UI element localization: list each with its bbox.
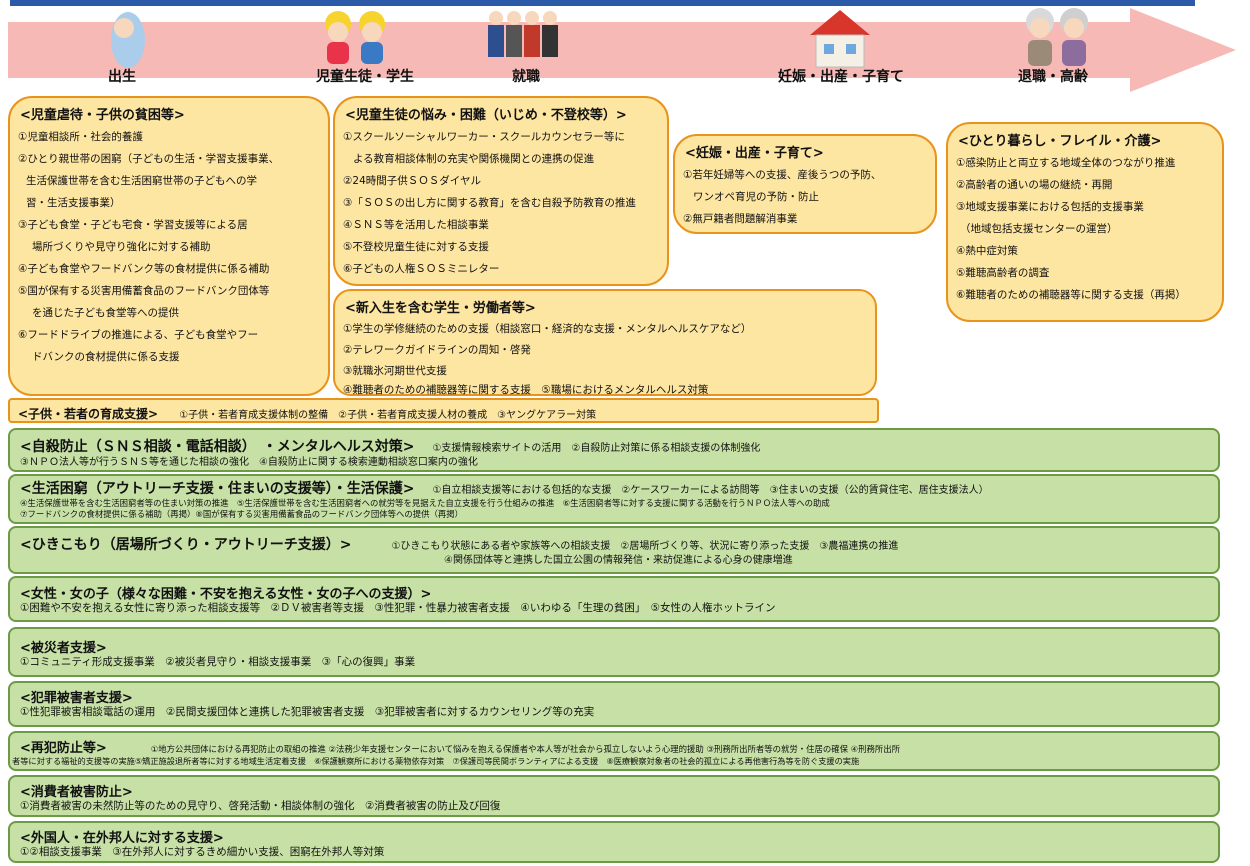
box-title: <妊娠・出産・子育て> [685,146,824,161]
row-title: <女性・女の子（様々な困難・不安を抱える女性・女の子への支援）> [20,587,432,602]
child-abuse-poverty-box: <児童虐待・子供の貧困等> ①児童相談所・社会的養護 ②ひとり親世帯の困窮（子ど… [8,96,330,396]
list-item: ②テレワークガイドラインの周知・啓発 [343,344,531,356]
list-item: ①感染防止と両立する地域全体のつながり推進 [956,157,1176,169]
disaster-victims-row: <被災者支援> ①コミュニティ形成支援事業 ②被災者見守り・相談支援事業 ③「心… [8,627,1220,677]
row-line: ④生活保護世帯を含む生活困窮者等の住まい対策の推進 ⑤生活保護世帯を含む生活困窮… [20,498,830,508]
stage-birth-label: 出生 [108,69,136,85]
list-item: ドバンクの食材提供に係る支援 [32,351,180,363]
row-text: ①子供・若者育成支援体制の整備 ②子供・若者育成支援人材の養成 ③ヤングケアラー… [179,410,597,421]
row-line: ④関係団体等と連携した国立公園の情報発信・来訪促進による心身の健康増進 [444,555,793,566]
row-line: ①性犯罪被害相談電話の運用 ②民間支援団体と連携した犯罪被害者支援 ③犯罪被害者… [20,706,595,718]
students-workers-box: <新入生を含む学生・労働者等> ①学生の学修継続のための支援（相談窓口・経済的な… [333,289,877,396]
list-item: よる教育相談体制の充実や関係機関との連携の促進 [353,153,595,165]
row-title: <再犯防止等>①地方公共団体における再犯防止の取組の推進 ②法務少年支援センター… [20,741,901,756]
elderly-care-box: <ひとり暮らし・フレイル・介護> ①感染防止と両立する地域全体のつながり推進 ②… [946,122,1224,322]
row-inline-text: ①自立相談支援等における包括的な支援 ②ケースワーカーによる訪問等 ③住まいの支… [432,485,989,496]
list-item: （地域包括支援センターの運営） [960,223,1118,235]
list-item: ③「ＳＯＳの出し方に関する教育」を含む自殺予防教育の推進 [343,197,636,209]
list-item: ①児童相談所・社会的養護 [18,131,143,143]
list-item: を通じた子ども食堂等への提供 [32,307,179,319]
row-title: <生活困窮（アウトリーチ支援・住まいの支援等）・生活保護>①自立相談支援等におけ… [20,481,989,497]
consumer-protection-row: <消費者被害防止> ①消費者被害の未然防止等のための見守り、啓発活動・相談体制の… [8,775,1220,817]
elderly-figure [1026,8,1088,66]
pregnancy-childrearing-box: <妊娠・出産・子育て> ①若年妊婦等への支援、産後うつの予防、 ワンオペ育児の予… [673,134,937,234]
list-item: ④ＳＮＳ等を活用した相談事業 [343,219,489,231]
row-inline-text: ①ひきこもり状態にある者や家族等への相談支援 ②居場所づくり等、状況に寄り添った… [391,541,899,552]
foreign-residents-row: <外国人・在外邦人に対する支援> ①②相談支援事業 ③在外邦人に対するきめ細かい… [8,821,1220,863]
row-title: <被災者支援> [20,641,107,656]
list-item: ②無戸籍者問題解消事業 [683,213,798,225]
stage-employment-label: 就職 [512,69,540,85]
children-figure [325,11,385,64]
list-item: ③地域支援事業における包括的支援事業 [956,201,1144,213]
row-line: ①消費者被害の未然防止等のための見守り、啓発活動・相談体制の強化 ②消費者被害の… [20,800,501,812]
list-item: 場所づくりや見守り強化に対する補助 [32,241,211,253]
workers-figure [488,11,558,57]
list-item: ⑤難聴高齢者の調査 [956,267,1050,279]
suicide-prevention-row: <自殺防止（ＳＮＳ相談・電話相談） ・メンタルヘルス対策>①支援情報検索サイトの… [8,428,1220,472]
list-item: ⑤不登校児童生徒に対する支援 [343,241,489,253]
box-title: <児童虐待・子供の貧困等> [20,108,185,123]
list-item: ④熱中症対策 [956,245,1018,257]
life-stage-arrow [8,8,1236,92]
box-title: <児童生徒の悩み・困難（いじめ・不登校等）> [345,108,627,123]
list-item: ⑤国が保有する災害用備蓄食品のフードバンク団体等 [18,285,270,297]
list-item: ④子ども食堂やフードバンク等の食材提供に係る補助 [18,263,270,275]
row-inline-text: ①支援情報検索サイトの活用 ②自殺防止対策に係る相談支援の体制強化 [432,443,761,454]
baby-figure [111,12,145,68]
house-figure [810,10,870,68]
top-rule [10,0,1195,6]
list-item: ②高齢者の通いの場の継続・再開 [956,179,1113,191]
poverty-support-row: <生活困窮（アウトリーチ支援・住まいの支援等）・生活保護>①自立相談支援等におけ… [8,474,1220,524]
youth-development-row: <子供・若者の育成支援> ①子供・若者育成支援体制の整備 ②子供・若者育成支援人… [8,398,879,423]
stage-student-label: 児童生徒・学生 [316,69,414,85]
crime-victims-row: <犯罪被害者支援> ①性犯罪被害相談電話の運用 ②民間支援団体と連携した犯罪被害… [8,681,1220,727]
row-title: <外国人・在外邦人に対する支援> [20,831,224,846]
box-title: <ひとり暮らし・フレイル・介護> [958,134,1162,149]
row-title: <自殺防止（ＳＮＳ相談・電話相談） ・メンタルヘルス対策>①支援情報検索サイトの… [20,439,761,455]
list-item: ①学生の学修継続のための支援（相談窓口・経済的な支援・メンタルヘルスケアなど） [343,323,752,335]
list-item: ①若年妊婦等への支援、産後うつの予防、 [683,169,882,181]
list-item: ⑥難聴者のための補聴器等に関する支援（再掲） [956,289,1186,301]
row-line: ③ＮＰＯ法人等が行うＳＮＳ等を通じた相談の強化 ④自殺防止に関する検索連動相談窓… [20,457,478,468]
row-line: ①②相談支援事業 ③在外邦人に対するきめ細かい支援、困窮在外邦人等対策 [20,846,385,858]
list-item: ⑥子どもの人権ＳＯＳミニレター [343,263,500,275]
row-title: <消費者被害防止> [20,785,133,800]
row-line: ①コミュニティ形成支援事業 ②被災者見守り・相談支援事業 ③「心の復興」事業 [20,656,416,668]
stage-childrearing-label: 妊娠・出産・子育て [778,69,904,85]
list-item: 生活保護世帯を含む生活困窮世帯の子どもへの学 [26,175,257,187]
list-item: ①スクールソーシャルワーカー・スクールカウンセラー等に [343,131,625,143]
list-item: ワンオペ育児の予防・防止 [693,191,819,203]
list-item: ④難聴者のための補聴器等に関する支援 ⑤職場におけるメンタルヘルス対策 [343,384,709,396]
box-title: <新入生を含む学生・労働者等> [345,301,536,316]
row-title: <子供・若者の育成支援> [18,407,159,421]
row-line: ①困難や不安を抱える女性に寄り添った相談支援等 ②ＤＶ被害者等支援 ③性犯罪・性… [20,602,776,614]
recidivism-prevention-row: <再犯防止等>①地方公共団体における再犯防止の取組の推進 ②法務少年支援センター… [8,731,1220,771]
student-difficulties-box: <児童生徒の悩み・困難（いじめ・不登校等）> ①スクールソーシャルワーカー・スク… [333,96,669,286]
list-item: ②24時間子供ＳＯＳダイヤル [343,175,481,187]
list-item: ③子ども食堂・子ども宅食・学習支援等による居 [18,219,248,231]
row-inline-text: ①地方公共団体における再犯防止の取組の推進 ②法務少年支援センターにおいて悩みを… [150,744,901,754]
row-line: 者等に対する福祉的支援等の実施⑤矯正施設退所者等に対する地域生活定着支援 ⑥保護… [12,756,860,766]
hikikomori-row: <ひきこもり（居場所づくり・アウトリーチ支援）>①ひきこもり状態にある者や家族等… [8,526,1220,574]
list-item: ③就職氷河期世代支援 [343,365,447,377]
women-girls-row: <女性・女の子（様々な困難・不安を抱える女性・女の子への支援）> ①困難や不安を… [8,576,1220,622]
list-item: ⑥フードドライブの推進による、子ども食堂やフー [18,329,259,341]
stage-retirement-label: 退職・高齢 [1018,69,1088,85]
list-item: 習・生活支援事業） [26,197,121,209]
row-title: <ひきこもり（居場所づくり・アウトリーチ支援）>①ひきこもり状態にある者や家族等… [20,537,899,553]
row-title: <犯罪被害者支援> [20,691,133,706]
list-item: ②ひとり親世帯の困窮（子どもの生活・学習支援事業、 [18,153,280,165]
row-line: ⑦フードバンクの食材提供に係る補助（再掲）⑧国が保有する災害用備蓄食品のフードバ… [20,509,463,519]
arrow-shape [8,8,1236,92]
